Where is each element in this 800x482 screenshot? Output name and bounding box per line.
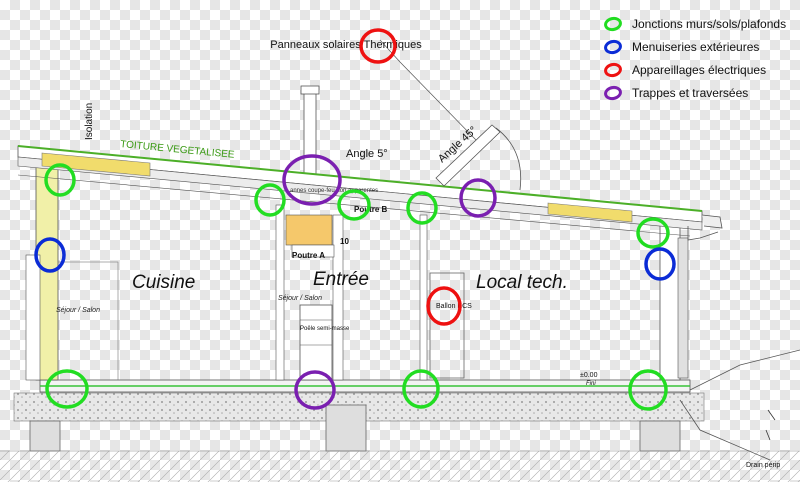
red-circle-ballon [426, 286, 462, 326]
solar-panel [379, 39, 522, 191]
walls [25, 162, 689, 381]
beam-a-label: Poutre A [292, 251, 325, 260]
green-circle-floor-left [45, 369, 89, 409]
legend-item-green: Jonctions murs/sols/plafonds [602, 12, 800, 35]
green-circle-roof-right [636, 217, 670, 249]
sejour-mid-label: Séjour / Salon [278, 295, 322, 302]
green-circle-floor-right [628, 369, 668, 411]
sejour-left-label: Séjour / Salon [56, 307, 100, 314]
legend-label: Appareillages électriques [632, 62, 767, 77]
foundation [0, 349, 800, 482]
entree-label: Entrée [313, 269, 369, 290]
isolation-label: Isolation [84, 103, 95, 140]
beam-b-label: Poutre B [354, 205, 388, 214]
green-circle-beam-b [337, 189, 371, 221]
poele-label: Poêle semi-masse [300, 326, 350, 332]
svg-text:Panneaux solaires Thermiques: Panneaux solaires Thermiques [270, 39, 422, 51]
chimney [285, 85, 335, 381]
purple-circle-chimney [282, 154, 342, 206]
legend-item-blue: Menuiseries extérieures [602, 35, 800, 58]
cuisine-label: Cuisine [132, 272, 195, 293]
purple-circle-icon [602, 83, 624, 102]
annotation-circles [34, 28, 676, 411]
red-circle-panels [359, 28, 397, 64]
purple-circle-roof [459, 178, 497, 218]
legend: Jonctions murs/sols/plafonds Menuiseries… [602, 12, 800, 104]
ten-label: 10 [340, 237, 349, 246]
blue-circle-icon [602, 37, 624, 56]
local-label: Local tech. [476, 272, 568, 293]
drain-label: Drain périp [746, 462, 780, 469]
purple-circle-floor [294, 370, 336, 410]
blue-circle-left-window [34, 237, 66, 273]
legend-item-red: Appareillages électriques [602, 58, 800, 81]
labels: Panneaux solaires Thermiques Isolation T… [56, 39, 780, 469]
green-circle-beam-a [254, 183, 286, 217]
duct-note: annes coupe-feu non apparentes [290, 188, 378, 194]
legend-label: Trappes et traversées [632, 85, 749, 100]
legend-item-purple: Trappes et traversées [602, 81, 800, 104]
level-sub-label: Fini [586, 381, 596, 387]
legend-label: Menuiseries extérieures [632, 39, 760, 54]
green-circle-icon [602, 14, 624, 33]
legend-label: Jonctions murs/sols/plafonds [632, 16, 787, 31]
green-circle-roof-left [44, 163, 76, 197]
red-circle-icon [602, 60, 624, 79]
angle5-label: Angle 5° [346, 148, 388, 160]
blue-circle-right-window [644, 247, 676, 281]
panels-label: Panneaux solaires Thermiques [270, 39, 422, 51]
green-circle-floor-mid [402, 369, 440, 409]
level-label: ±0.00 [580, 372, 598, 379]
green-circle-wall-mid [406, 191, 438, 225]
ballon-label: Ballon ECS [436, 303, 472, 310]
